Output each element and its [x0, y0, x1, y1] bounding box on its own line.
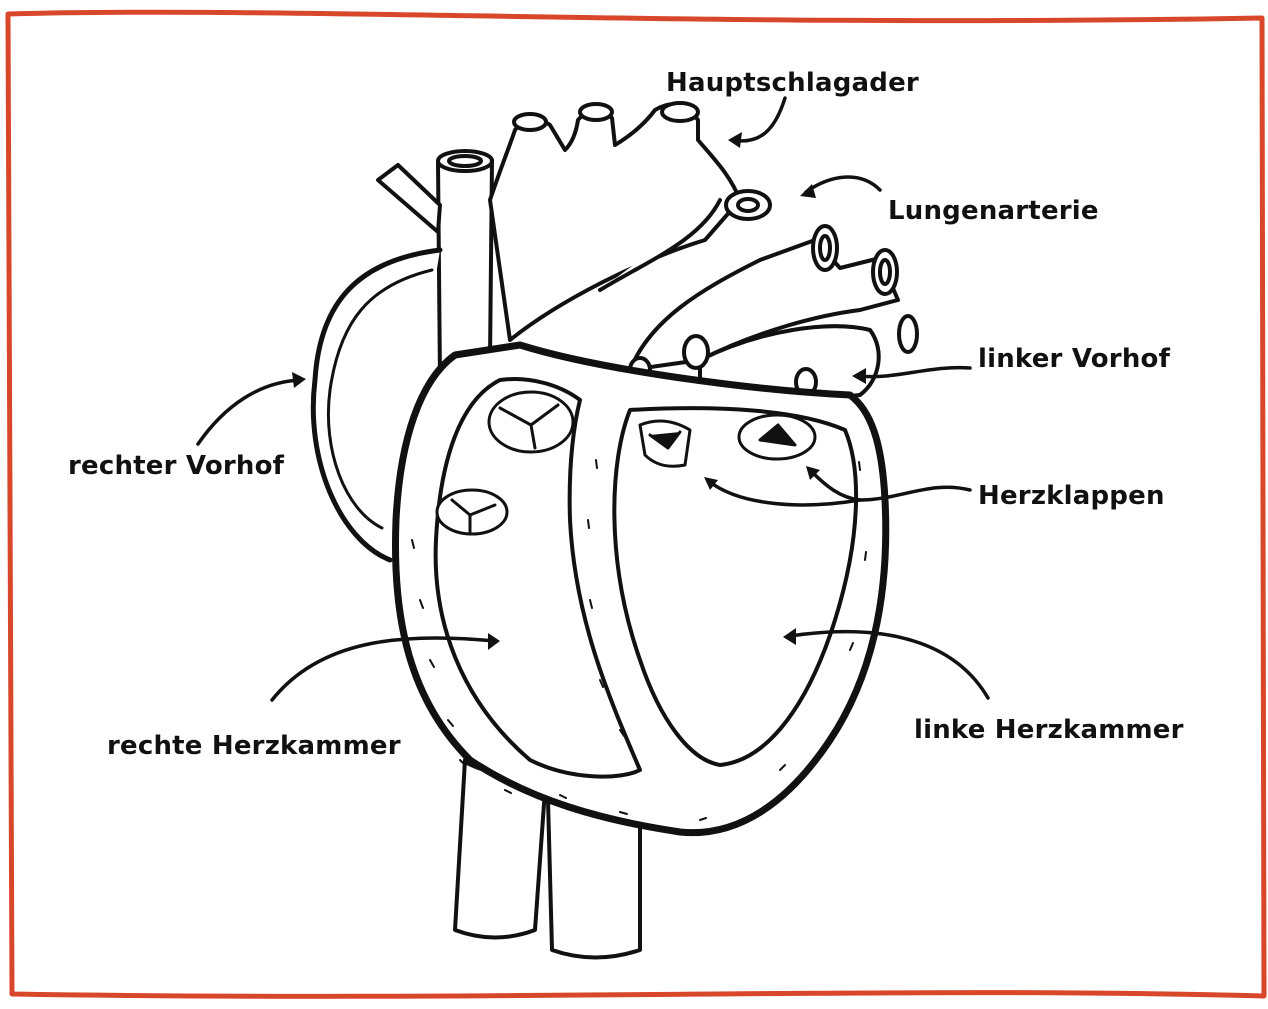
label-aorta: Hauptschlagader: [666, 68, 919, 98]
label-left-ventricle: linke Herzkammer: [914, 715, 1184, 745]
label-left-atrium: linker Vorhof: [978, 344, 1170, 374]
label-pulmonary-artery: Lungenarterie: [888, 196, 1099, 226]
label-right-atrium: rechter Vorhof: [68, 451, 284, 481]
label-right-ventricle: rechte Herzkammer: [107, 731, 401, 761]
label-heart-valves: Herzklappen: [978, 481, 1165, 511]
